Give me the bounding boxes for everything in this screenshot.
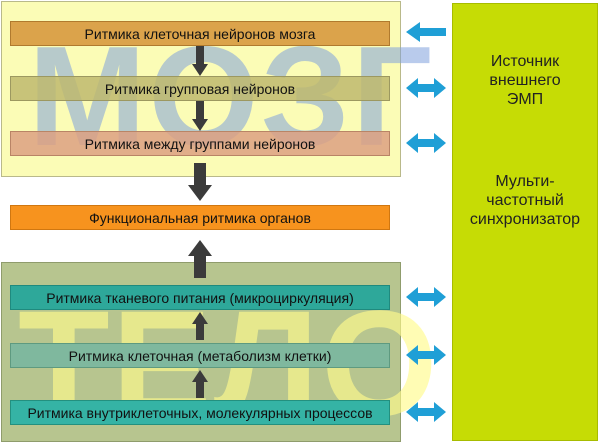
- molecular-rhythm-box: Ритмика внутриклеточных, молекулярных пр…: [10, 400, 390, 425]
- double-arrow-icon: [406, 287, 446, 307]
- double-arrow-icon: [406, 133, 446, 153]
- up-arrow-icon: [188, 240, 212, 278]
- double-arrow-icon: [406, 78, 446, 98]
- source-line-3: ЭМП: [506, 91, 544, 108]
- sync-line-2: частотный: [486, 192, 564, 209]
- cell-metabolism-rhythm-box: Ритмика клеточная (метаболизм клетки): [10, 343, 390, 368]
- source-line-1: Источник: [490, 53, 560, 70]
- sync-line-1: Мульти-: [495, 173, 555, 190]
- sync-line-3: синхронизатор: [469, 211, 581, 228]
- double-arrow-icon: [406, 345, 446, 365]
- up-arrow-icon: [192, 370, 208, 398]
- organ-rhythm-box: Функциональная ритмика органов: [10, 205, 390, 230]
- synchronizer-label: Мульти- частотный синхронизатор: [452, 172, 598, 229]
- down-arrow-icon: [192, 101, 208, 131]
- source-label: Источник внешнего ЭМП: [452, 52, 598, 109]
- tissue-nutrition-rhythm-box: Ритмика тканевого питания (микроциркуляц…: [10, 285, 390, 310]
- neuron-group-rhythm-box: Ритмика групповая нейронов: [10, 76, 390, 101]
- double-arrow-icon: [406, 402, 446, 422]
- left-arrow-icon: [406, 22, 446, 42]
- neuron-cell-rhythm-box: Ритмика клеточная нейронов мозга: [10, 21, 390, 46]
- down-arrow-icon: [192, 46, 208, 76]
- up-arrow-icon: [192, 312, 208, 340]
- down-arrow-icon: [188, 163, 212, 201]
- source-line-2: внешнего: [489, 72, 561, 89]
- between-groups-rhythm-box: Ритмика между группами нейронов: [10, 131, 390, 156]
- synchronizer-panel: [452, 3, 598, 441]
